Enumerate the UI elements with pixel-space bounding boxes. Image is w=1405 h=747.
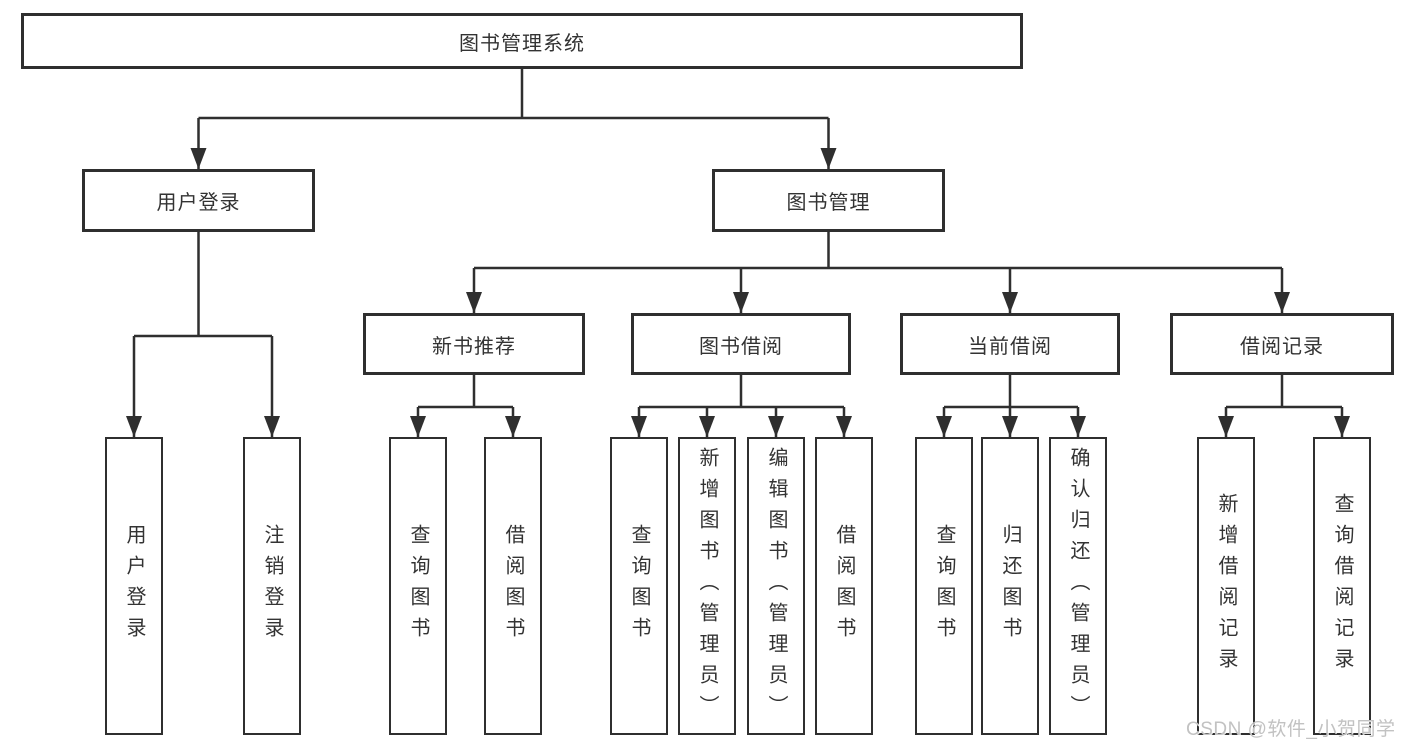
node-book-management-module-label: 图书管理 [786,192,871,214]
arrowhead-icon [820,148,837,169]
csdn-watermark: CSDN @软件_小贺同学 [1186,719,1396,740]
node-borrowing-records-label: 借阅记录 [1240,335,1324,358]
arrowhead-icon [410,416,426,437]
node-confirm-return-admin: 确认归还（管理员） [1049,437,1107,735]
node-login: 用户登录 [105,437,163,735]
node-book-borrowing: 图书借阅 [631,313,851,375]
arrowhead-icon [768,416,784,437]
node-add-borrow-record-label: 新增借阅记录 [1215,493,1237,679]
arrowhead-icon [1002,292,1018,313]
node-edit-book-admin: 编辑图书（管理员） [747,437,805,735]
node-logout-label: 注销登录 [261,524,283,648]
node-return-books: 归还图书 [981,437,1039,735]
arrowhead-icon [733,292,749,313]
arrowhead-icon [836,416,852,437]
node-new-book-recommend: 新书推荐 [363,313,585,375]
arrowhead-icon [631,416,647,437]
arrowhead-icon [1070,416,1086,437]
node-user-login-module-label: 用户登录 [156,192,241,214]
node-user-login-module: 用户登录 [82,169,315,232]
arrowhead-icon [190,148,207,169]
node-root-label: 图书管理系统 [459,32,585,55]
node-login-label: 用户登录 [123,524,145,648]
arrowhead-icon [264,416,280,437]
node-add-book-admin-label: 新增图书（管理员） [696,446,718,726]
arrowhead-icon [936,416,952,437]
node-current-borrowing: 当前借阅 [900,313,1120,375]
node-query-books-current: 查询图书 [915,437,973,735]
tree-edges [132,69,1344,437]
node-query-borrow-record-label: 查询借阅记录 [1331,493,1353,679]
node-add-borrow-record: 新增借阅记录 [1197,437,1255,735]
arrowhead-icon [1218,416,1234,437]
node-book-borrowing-label: 图书借阅 [699,335,783,358]
node-query-books-recommend-label: 查询图书 [407,524,429,648]
arrowhead-icon [126,416,142,437]
node-borrow-books: 借阅图书 [815,437,873,735]
node-book-management-module: 图书管理 [712,169,945,232]
node-query-books-recommend: 查询图书 [389,437,447,735]
node-query-books-borrowing: 查询图书 [610,437,668,735]
node-query-borrow-record: 查询借阅记录 [1313,437,1371,735]
node-borrowing-records: 借阅记录 [1170,313,1394,375]
node-add-book-admin: 新增图书（管理员） [678,437,736,735]
arrowhead-icon [466,292,482,313]
node-query-books-borrowing-label: 查询图书 [628,524,650,648]
node-borrow-books-recommend: 借阅图书 [484,437,542,735]
node-borrow-books-label: 借阅图书 [833,524,855,648]
arrowhead-icon [1274,292,1290,313]
node-new-book-recommend-label: 新书推荐 [432,335,516,358]
arrowhead-icon [1002,416,1018,437]
arrowhead-icon [1334,416,1350,437]
node-logout: 注销登录 [243,437,301,735]
node-query-books-current-label: 查询图书 [933,524,955,648]
node-confirm-return-admin-label: 确认归还（管理员） [1067,446,1089,726]
arrowhead-icon [699,416,715,437]
node-current-borrowing-label: 当前借阅 [968,335,1052,358]
node-borrow-books-recommend-label: 借阅图书 [502,524,524,648]
node-return-books-label: 归还图书 [999,524,1021,648]
arrowhead-icon [505,416,521,437]
node-root: 图书管理系统 [21,13,1023,69]
node-edit-book-admin-label: 编辑图书（管理员） [765,446,787,726]
